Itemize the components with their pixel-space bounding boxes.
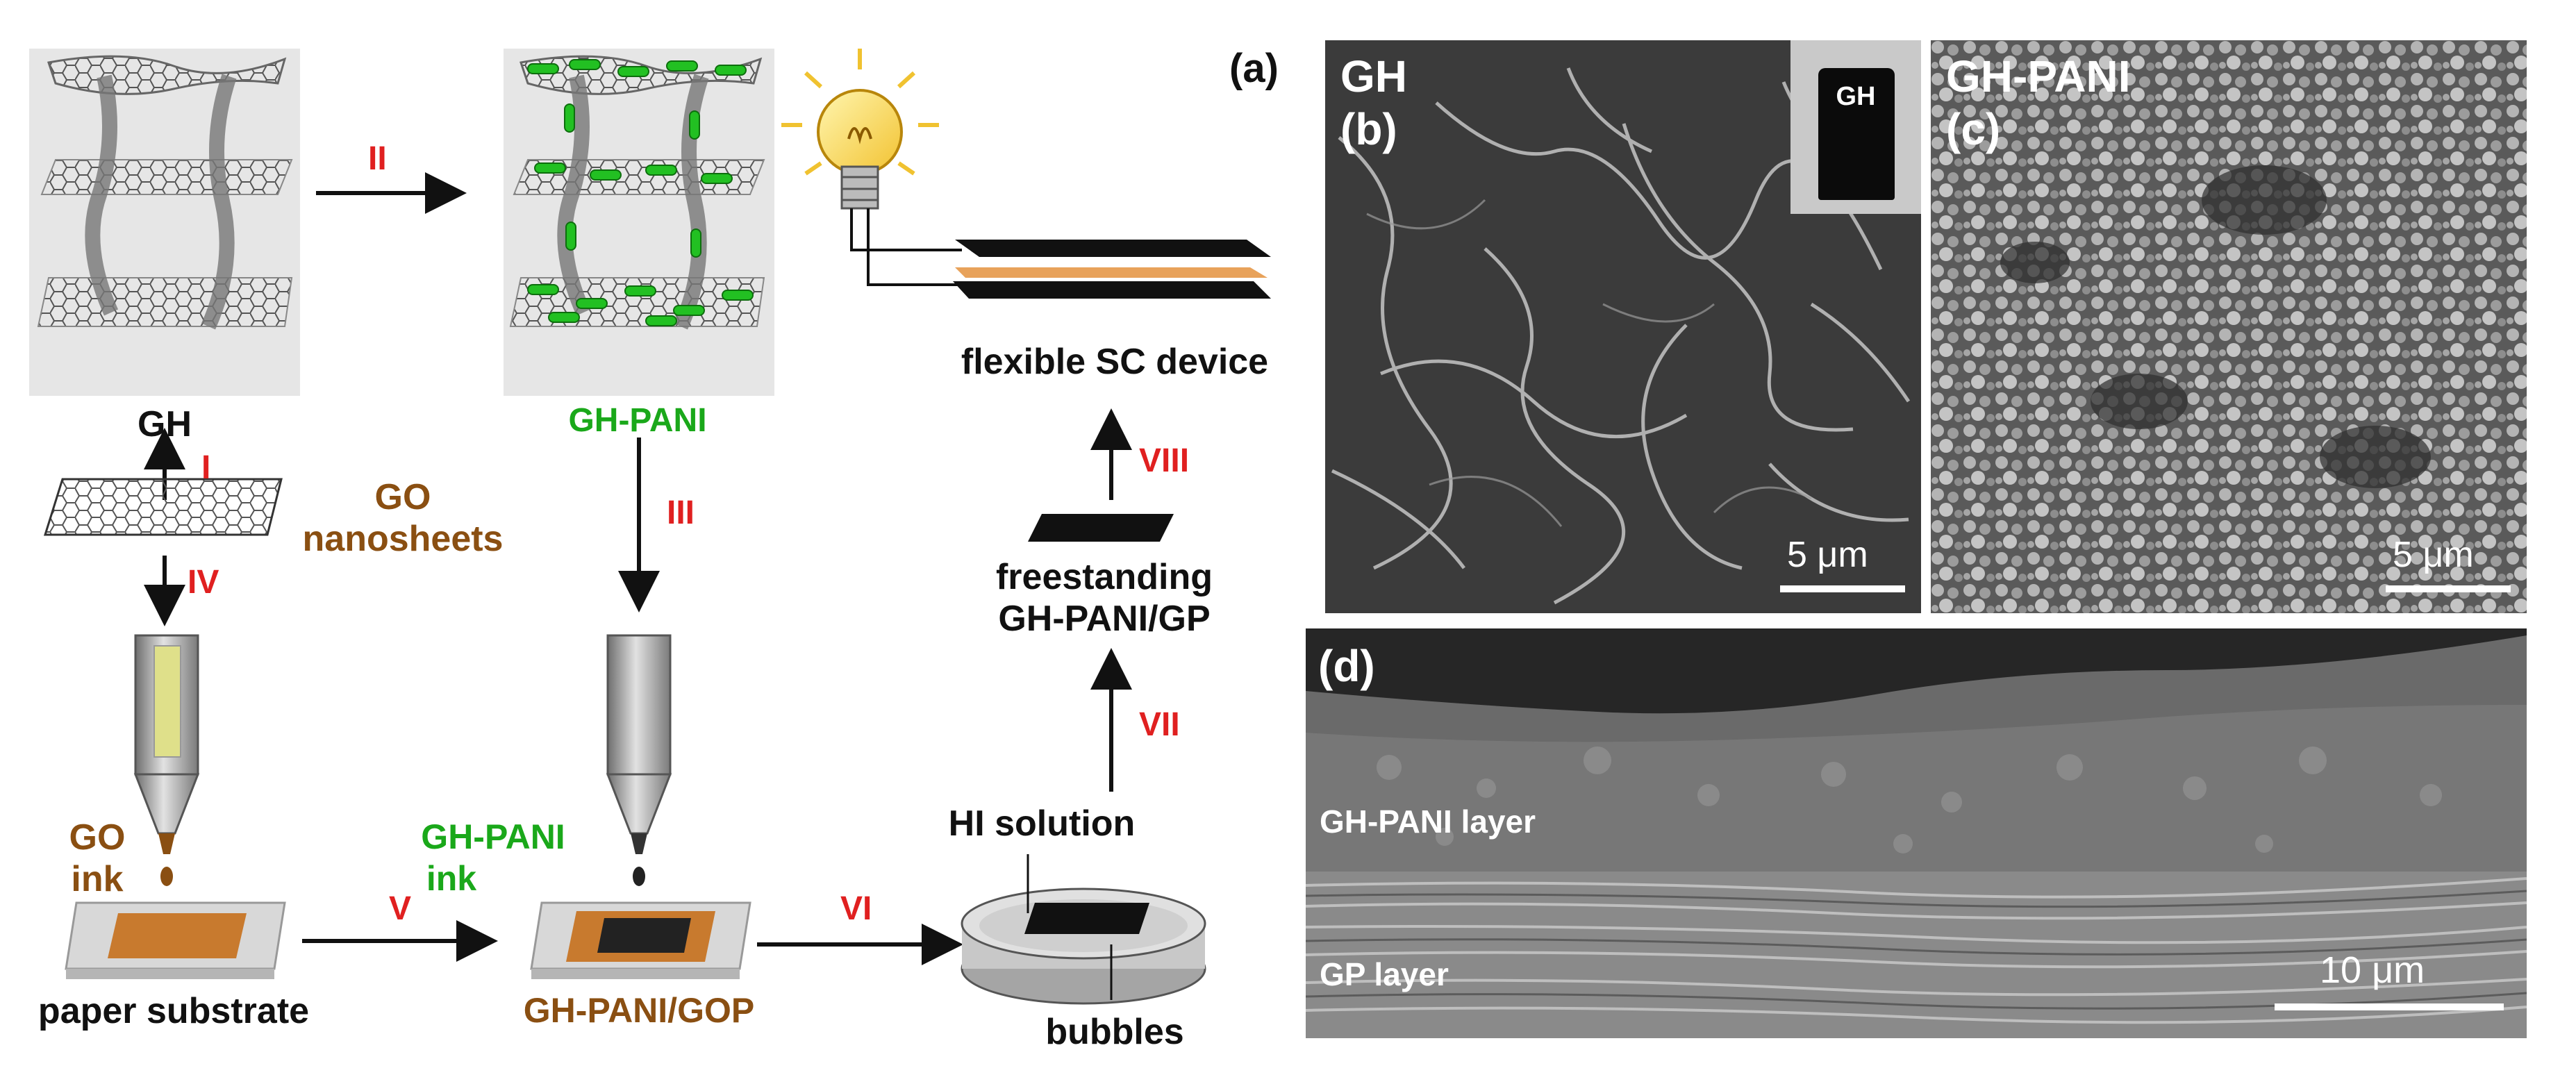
gh-cylinder xyxy=(1818,68,1895,200)
label-paper-substrate: paper substrate xyxy=(38,991,310,1031)
step-viii: VIII xyxy=(1139,442,1190,479)
sem-b-tag: (b) xyxy=(1340,104,1397,154)
paper-substrate-graphic xyxy=(65,901,286,979)
sc-device-graphic xyxy=(953,240,1271,299)
gh-structure xyxy=(29,49,300,396)
label-bubbles: bubbles xyxy=(1045,1012,1184,1052)
gh-pani-structure xyxy=(504,49,774,396)
sem-panel-d: (d) GH-PANI layer GP layer 10 μm xyxy=(1306,628,2527,1038)
label-go-nanosheets-line2: nanosheets xyxy=(302,519,504,559)
sem-d-scale-label: 10 μm xyxy=(2320,949,2425,991)
sem-b-scale-label: 5 μm xyxy=(1787,535,1868,575)
label-go-ink-line2: ink xyxy=(71,859,124,899)
step-vii: VII xyxy=(1139,706,1180,743)
step-iii: III xyxy=(667,494,695,531)
label-hi-solution: HI solution xyxy=(948,803,1136,844)
sem-c-title: GH-PANI xyxy=(1946,51,2131,101)
sem-d-scale-bar xyxy=(2275,1003,2504,1010)
sem-b-inset: GH xyxy=(1790,40,1921,214)
sem-b-inset-label: GH xyxy=(1836,82,1876,111)
go-nanosheet-graphic xyxy=(43,478,283,536)
gh-pani-ink-nozzle xyxy=(606,634,672,886)
label-gh-pani-gop: GH-PANI/GOP xyxy=(523,991,755,1030)
step-i: I xyxy=(201,449,211,486)
freestanding-film-graphic xyxy=(1028,514,1174,542)
label-gh: GH xyxy=(138,404,192,444)
sem-d-tag: (d) xyxy=(1318,641,1375,691)
light-bulb-icon xyxy=(781,49,962,286)
label-go-nanosheets-line1: GO xyxy=(374,477,431,517)
step-ii: II xyxy=(368,140,387,177)
hi-solution-dish xyxy=(961,854,1206,1005)
label-freestanding-line2: GH-PANI/GP xyxy=(998,599,1211,639)
sem-d-layer-bottom: GP layer xyxy=(1320,956,1449,992)
sem-d-layer-top: GH-PANI layer xyxy=(1320,803,1536,840)
sem-texture-c xyxy=(1931,40,2527,613)
sem-b-title: GH xyxy=(1340,51,1407,101)
step-iv: IV xyxy=(188,564,219,601)
step-v: V xyxy=(389,890,412,927)
label-gh-pani: GH-PANI xyxy=(568,402,707,439)
label-gh-pani-ink-line1: GH-PANI xyxy=(421,817,565,856)
schematic-graphics xyxy=(29,49,1271,1005)
sem-texture-d xyxy=(1306,628,2527,1038)
label-go-ink-line1: GO xyxy=(69,817,126,858)
sem-c-tag: (c) xyxy=(1946,104,2001,154)
gh-pani-gop-graphic xyxy=(530,901,751,979)
sem-panel-c: GH-PANI (c) 5 μm xyxy=(1931,40,2527,613)
sem-c-scale-bar xyxy=(2386,585,2511,592)
label-flexible-sc-device: flexible SC device xyxy=(961,342,1269,382)
step-vi: VI xyxy=(840,890,872,927)
sem-b-scale-bar xyxy=(1780,585,1905,592)
sem-c-scale-label: 5 μm xyxy=(2393,535,2474,575)
label-gh-pani-ink-line2: ink xyxy=(426,859,477,898)
label-freestanding-line1: freestanding xyxy=(995,557,1213,597)
sem-panel-b: GH (b) GH 5 μm xyxy=(1325,40,1921,613)
go-ink-nozzle xyxy=(133,634,200,886)
panel-a-tag: (a) xyxy=(1229,46,1279,91)
